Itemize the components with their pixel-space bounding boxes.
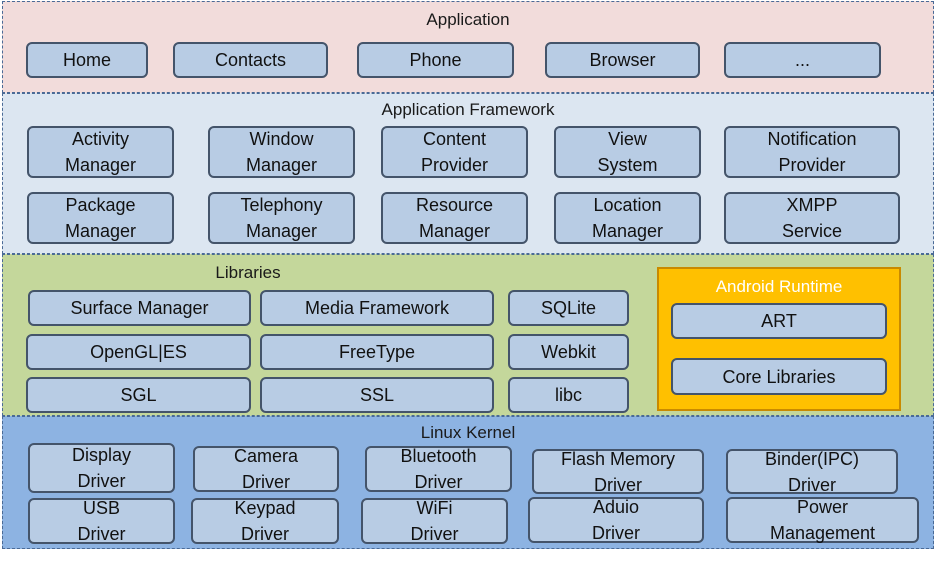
sqlite-label: SQLite [540,298,597,318]
opengl-es-box[interactable]: OpenGL|ES [26,334,251,370]
art-box[interactable]: ART [671,303,887,339]
view-system-line1: View [608,129,647,149]
app-contacts-label: Contacts [214,50,287,70]
bluetooth-driver-line1: Bluetooth [400,446,477,466]
package-manager-line1: Package [65,195,136,215]
xmpp-service-box[interactable]: XMPP Service [724,192,900,244]
media-framework-box[interactable]: Media Framework [260,290,494,326]
keypad-driver-line2: Driver [241,524,289,544]
wifi-driver-line1: WiFi [416,498,453,518]
display-driver-line1: Display [71,445,132,465]
audio-driver-line2: Driver [592,523,640,543]
freetype-label: FreeType [338,342,416,362]
core-libraries-label: Core Libraries [722,366,836,387]
telephony-manager-line2: Manager [245,221,318,241]
resource-manager-line2: Manager [418,221,491,241]
xmpp-service-line1: XMPP [786,195,838,215]
view-system-line2: System [597,155,658,175]
window-manager-line1: Window [249,129,314,149]
art-label: ART [761,311,797,331]
window-manager-line2: Manager [245,155,318,175]
app-browser-label: Browser [589,50,656,70]
ssl-label: SSL [359,385,395,405]
binder-ipc-driver-line1: Binder(IPC) [764,448,860,469]
location-manager-line2: Manager [591,221,664,241]
app-home-label: Home [62,50,111,70]
libraries-layer-title: Libraries [215,263,281,282]
audio-driver-line1: Aduio [592,497,640,517]
core-libraries-box[interactable]: Core Libraries [671,358,887,395]
camera-driver-line2: Driver [242,472,290,492]
notification-provider-line1: Notification [767,129,857,149]
app-home-box[interactable]: Home [26,42,148,78]
opengl-es-label: OpenGL|ES [90,342,187,362]
freetype-box[interactable]: FreeType [260,334,494,370]
binder-ipc-driver-line2: Driver [788,474,836,495]
usb-driver-line2: Driver [77,524,126,544]
telephony-manager-line1: Telephony [240,195,323,215]
media-framework-label: Media Framework [304,298,450,318]
app-more-label: ... [794,50,810,70]
notification-provider-line2: Provider [778,155,846,175]
surface-manager-label: Surface Manager [70,298,209,318]
bluetooth-driver-line2: Driver [414,472,463,492]
power-management-line1: Power [796,497,848,517]
ssl-box[interactable]: SSL [260,377,494,413]
webkit-label: Webkit [541,342,596,362]
activity-manager-line1: Activity [71,129,129,149]
keypad-driver-line1: Keypad [234,498,296,518]
xmpp-service-line2: Service [781,221,843,241]
binder-ipc-driver-box[interactable]: Binder(IPC) Driver [726,448,898,495]
app-contacts-box[interactable]: Contacts [173,42,328,78]
android-runtime-title: Android Runtime [715,277,843,296]
display-driver-line2: Driver [77,471,126,491]
location-manager-line1: Location [593,195,662,215]
app-more-box[interactable]: ... [724,42,881,78]
framework-layer-title: Application Framework [381,100,555,119]
flash-memory-driver-line1: Flash Memory [560,448,676,469]
flash-memory-driver-line2: Driver [594,474,642,495]
application-layer-title: Application [426,10,510,29]
sgl-box[interactable]: SGL [26,377,251,413]
wifi-driver-line2: Driver [410,524,459,544]
content-provider-line2: Provider [420,155,489,175]
content-provider-line1: Content [422,129,487,149]
activity-manager-line2: Manager [64,155,137,175]
resource-manager-line1: Resource [415,195,494,215]
app-phone-label: Phone [409,50,462,70]
usb-driver-line1: USB [82,498,120,518]
surface-manager-box[interactable]: Surface Manager [28,290,251,326]
app-browser-box[interactable]: Browser [545,42,700,78]
libc-label: libc [554,385,582,405]
package-manager-line2: Manager [64,221,137,241]
libc-box[interactable]: libc [508,377,629,413]
power-management-line2: Management [769,523,876,543]
kernel-layer-title: Linux Kernel [420,423,516,442]
sgl-label: SGL [120,385,157,405]
camera-driver-line1: Camera [233,446,299,466]
webkit-box[interactable]: Webkit [508,334,629,370]
sqlite-box[interactable]: SQLite [508,290,629,326]
usb-driver-box[interactable]: USB Driver [28,498,175,544]
app-phone-box[interactable]: Phone [357,42,514,78]
